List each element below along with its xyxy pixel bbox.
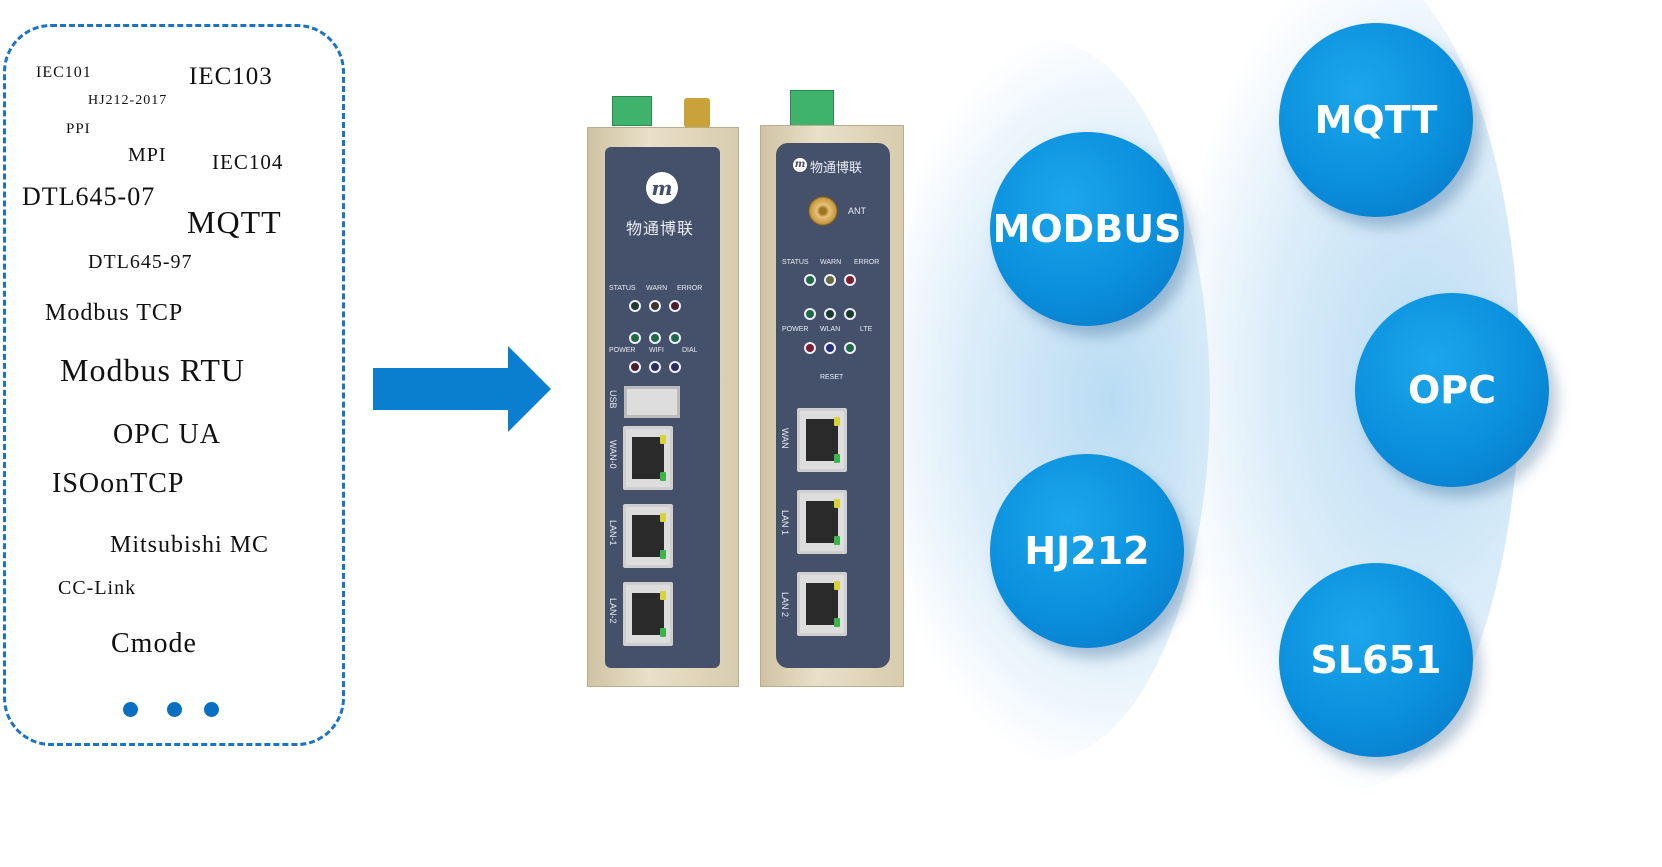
ellipsis-dot xyxy=(123,702,138,717)
led-label: WIFI xyxy=(649,347,664,354)
led-label: ERROR xyxy=(854,259,880,266)
protocol-label: CC-Link xyxy=(58,577,137,599)
protocol-label: IEC103 xyxy=(189,63,273,90)
output-protocol-mqtt: MQTT xyxy=(1279,23,1473,217)
power-led xyxy=(804,342,816,354)
led-label: POWER xyxy=(782,326,809,333)
ethernet-port-wan0 xyxy=(623,426,673,490)
led-label: STATUS xyxy=(782,259,809,266)
protocol-label: HJ212-2017 xyxy=(88,93,168,108)
port-label: LAN 1 xyxy=(780,510,790,536)
led-label: STATUS xyxy=(609,285,636,292)
protocol-label: ISOonTCP xyxy=(52,468,185,499)
signal-led xyxy=(824,308,836,320)
protocol-label: IEC101 xyxy=(36,64,92,81)
protocol-label: IEC104 xyxy=(212,150,284,174)
port-label: USB xyxy=(608,390,618,409)
brand-logo-icon: m xyxy=(646,172,678,204)
protocol-label: OPC UA xyxy=(113,419,221,450)
led-label: WARN xyxy=(820,259,842,266)
led-label: POWER xyxy=(609,347,636,354)
protocol-label: Cmode xyxy=(111,628,197,659)
port-label: LAN 2 xyxy=(780,592,790,618)
port-label: WAN-0 xyxy=(608,440,618,469)
protocol-label: MPI xyxy=(128,144,167,166)
signal-led xyxy=(669,332,681,344)
output-protocol-hj212: HJ212 xyxy=(990,454,1184,648)
protocol-label: Modbus RTU xyxy=(60,352,245,388)
ellipsis-dot xyxy=(204,702,219,717)
output-protocol-sl651: SL651 xyxy=(1279,563,1473,757)
warn-led xyxy=(649,300,661,312)
ethernet-port-lan2 xyxy=(797,572,847,636)
brand-name: 物通博联 xyxy=(810,160,863,175)
protocol-label: PPI xyxy=(66,121,91,137)
lte-led xyxy=(844,342,856,354)
terminal-block xyxy=(790,90,834,126)
protocol-label: Modbus TCP xyxy=(45,300,184,326)
signal-led xyxy=(804,308,816,320)
ethernet-port-wan xyxy=(797,408,847,472)
wifi-led xyxy=(649,361,661,373)
protocol-label: DTL645-97 xyxy=(88,251,193,273)
dial-led xyxy=(669,361,681,373)
status-led xyxy=(804,274,816,286)
output-protocol-modbus: MODBUS xyxy=(990,132,1184,326)
status-led xyxy=(629,300,641,312)
led-label: WLAN xyxy=(820,326,841,333)
led-label: WARN xyxy=(646,285,668,292)
warn-led xyxy=(824,274,836,286)
led-label: LTE xyxy=(860,326,873,333)
antenna-connector xyxy=(808,196,838,226)
ethernet-port-lan1 xyxy=(623,504,673,568)
signal-led xyxy=(629,332,641,344)
antenna-label: ANT xyxy=(848,206,866,216)
wlan-led xyxy=(824,342,836,354)
signal-led xyxy=(844,308,856,320)
led-label: DIAL xyxy=(682,347,698,354)
protocol-list-box xyxy=(3,24,345,746)
antenna-connector xyxy=(684,98,710,128)
port-label: WAN xyxy=(780,428,790,449)
protocol-label: Mitsubishi MC xyxy=(110,532,270,558)
protocol-label: DTL645-07 xyxy=(22,182,156,211)
terminal-block xyxy=(612,96,652,126)
error-led xyxy=(844,274,856,286)
ellipsis-dot xyxy=(167,702,182,717)
signal-led xyxy=(649,332,661,344)
power-led xyxy=(629,361,641,373)
output-protocol-opc: OPC xyxy=(1355,293,1549,487)
port-label: LAN-2 xyxy=(608,598,618,624)
port-label: LAN-1 xyxy=(608,520,618,546)
ethernet-port-lan1 xyxy=(797,490,847,554)
arrow-right-icon xyxy=(373,346,551,432)
protocol-label: MQTT xyxy=(187,204,282,240)
usb-port xyxy=(624,386,680,418)
brand-name: 物通博联 xyxy=(626,221,695,238)
ethernet-port-lan2 xyxy=(623,582,673,646)
reset-button[interactable]: RESET xyxy=(820,374,844,381)
error-led xyxy=(669,300,681,312)
brand-logo-icon: m xyxy=(793,158,807,172)
led-label: ERROR xyxy=(677,285,703,292)
